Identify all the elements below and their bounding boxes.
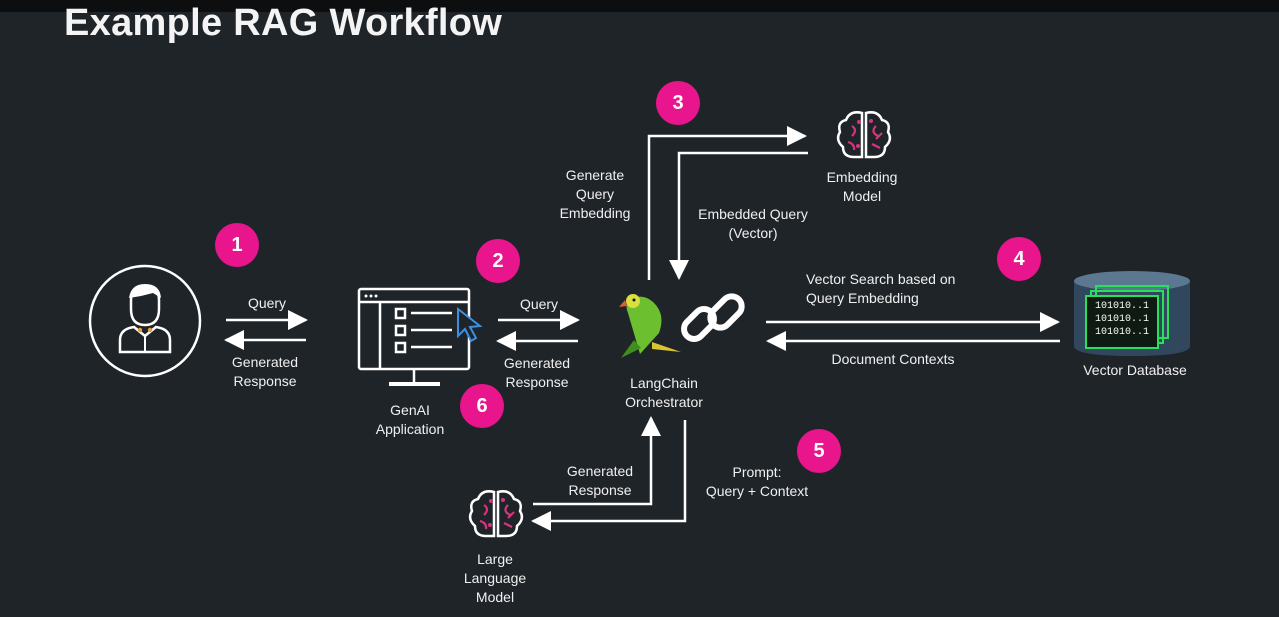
vector-db-row: 101010..1 — [1095, 314, 1149, 325]
cursor-icon — [457, 306, 483, 343]
node-label-large-language-model: Large Language Model — [463, 551, 527, 605]
edge-label-user-response: Generated Response — [231, 354, 299, 389]
edge-label-prompt: Prompt: Query + Context — [705, 464, 809, 499]
step-badge-5: 5 — [797, 429, 841, 473]
edge-label-vector-search: Vector Search based on Query Embedding — [806, 271, 956, 306]
node-label-vector-database: Vector Database — [1083, 362, 1187, 378]
vector-db-row: 101010..1 — [1095, 301, 1149, 312]
edge-label-document-contexts: Document Contexts — [831, 351, 955, 367]
page-title: Example RAG Workflow — [64, 2, 503, 44]
step-badge-6: 6 — [460, 384, 504, 428]
edge-label-llm-response: Generated Response — [566, 463, 634, 498]
arrow-llm-to-orchestrator — [533, 416, 661, 506]
step-badge-4: 4 — [997, 237, 1041, 281]
chain-link-icon — [681, 293, 745, 342]
node-label-genai-application: GenAI Application — [375, 402, 445, 437]
parrot-icon — [619, 294, 681, 358]
database-icon: 101010..1 101010..1 101010..1 — [1074, 271, 1190, 356]
edge-label-app-response: Generated Response — [503, 355, 571, 390]
step-badge-1: 1 — [215, 223, 259, 267]
step-badge-3: 3 — [656, 81, 700, 125]
edge-label-app-query: Query — [519, 296, 559, 312]
arrow-orchestrator-to-llm — [531, 420, 687, 531]
node-label-langchain-orchestrator: LangChain Orchestrator — [625, 375, 703, 410]
vector-db-row: 101010..1 — [1095, 327, 1149, 338]
step-badge-2: 2 — [476, 239, 520, 283]
brain-icon — [836, 111, 892, 159]
brain-icon — [468, 490, 524, 538]
edge-label-embedded-query: Embedded Query (Vector) — [698, 206, 808, 241]
edge-label-user-query: Query — [247, 295, 287, 311]
computer-icon — [357, 287, 471, 386]
arrow-orchestrator-to-embedding — [647, 126, 807, 280]
node-label-embedding-model: Embedding Model — [826, 169, 898, 204]
arrow-embedding-to-orchestrator — [669, 151, 808, 280]
top-bar — [0, 0, 1279, 12]
user-icon — [88, 264, 202, 378]
edge-label-generate-query-embedding: Generate Query Embedding — [559, 167, 631, 221]
